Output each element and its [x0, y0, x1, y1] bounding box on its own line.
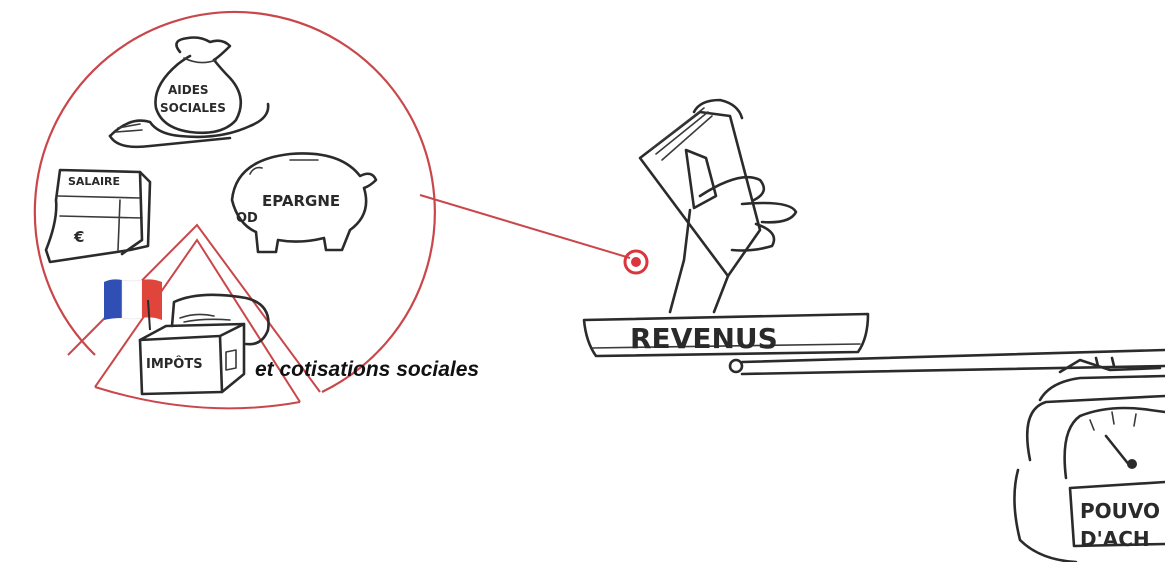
- revenus-plate: REVENUS: [582, 312, 870, 358]
- target-dot: [623, 249, 649, 275]
- epargne-label: EPARGNE: [262, 192, 340, 210]
- cotisations-caption: et cotisations sociales: [255, 358, 480, 381]
- pouvoir-achat-gauge: POUVO D'ACH: [1013, 358, 1165, 562]
- salaire-label: SALAIRE: [68, 175, 120, 188]
- french-flag: [104, 279, 162, 331]
- euro-symbol: €: [73, 228, 84, 246]
- hand-with-banknotes: [638, 98, 798, 314]
- od-label: OD: [236, 211, 258, 226]
- aides-label-1: AIDES: [168, 83, 209, 97]
- aides-sociales-bag: AIDES SOCIALES: [108, 36, 270, 149]
- gauge-label-1: POUVO: [1080, 499, 1160, 523]
- impots-chest: IMPÔTS: [138, 293, 270, 396]
- epargne-piggy-bank: OD EPARGNE: [230, 152, 378, 254]
- income-sources-circle: [33, 10, 631, 410]
- salaire-payslip: SALAIRE €: [44, 168, 152, 264]
- aides-label-2: SOCIALES: [160, 101, 226, 115]
- revenus-label: REVENUS: [630, 322, 778, 355]
- scale-beam: [728, 348, 1165, 376]
- impots-label: IMPÔTS: [146, 356, 203, 372]
- gauge-label-2: D'ACH: [1080, 527, 1150, 551]
